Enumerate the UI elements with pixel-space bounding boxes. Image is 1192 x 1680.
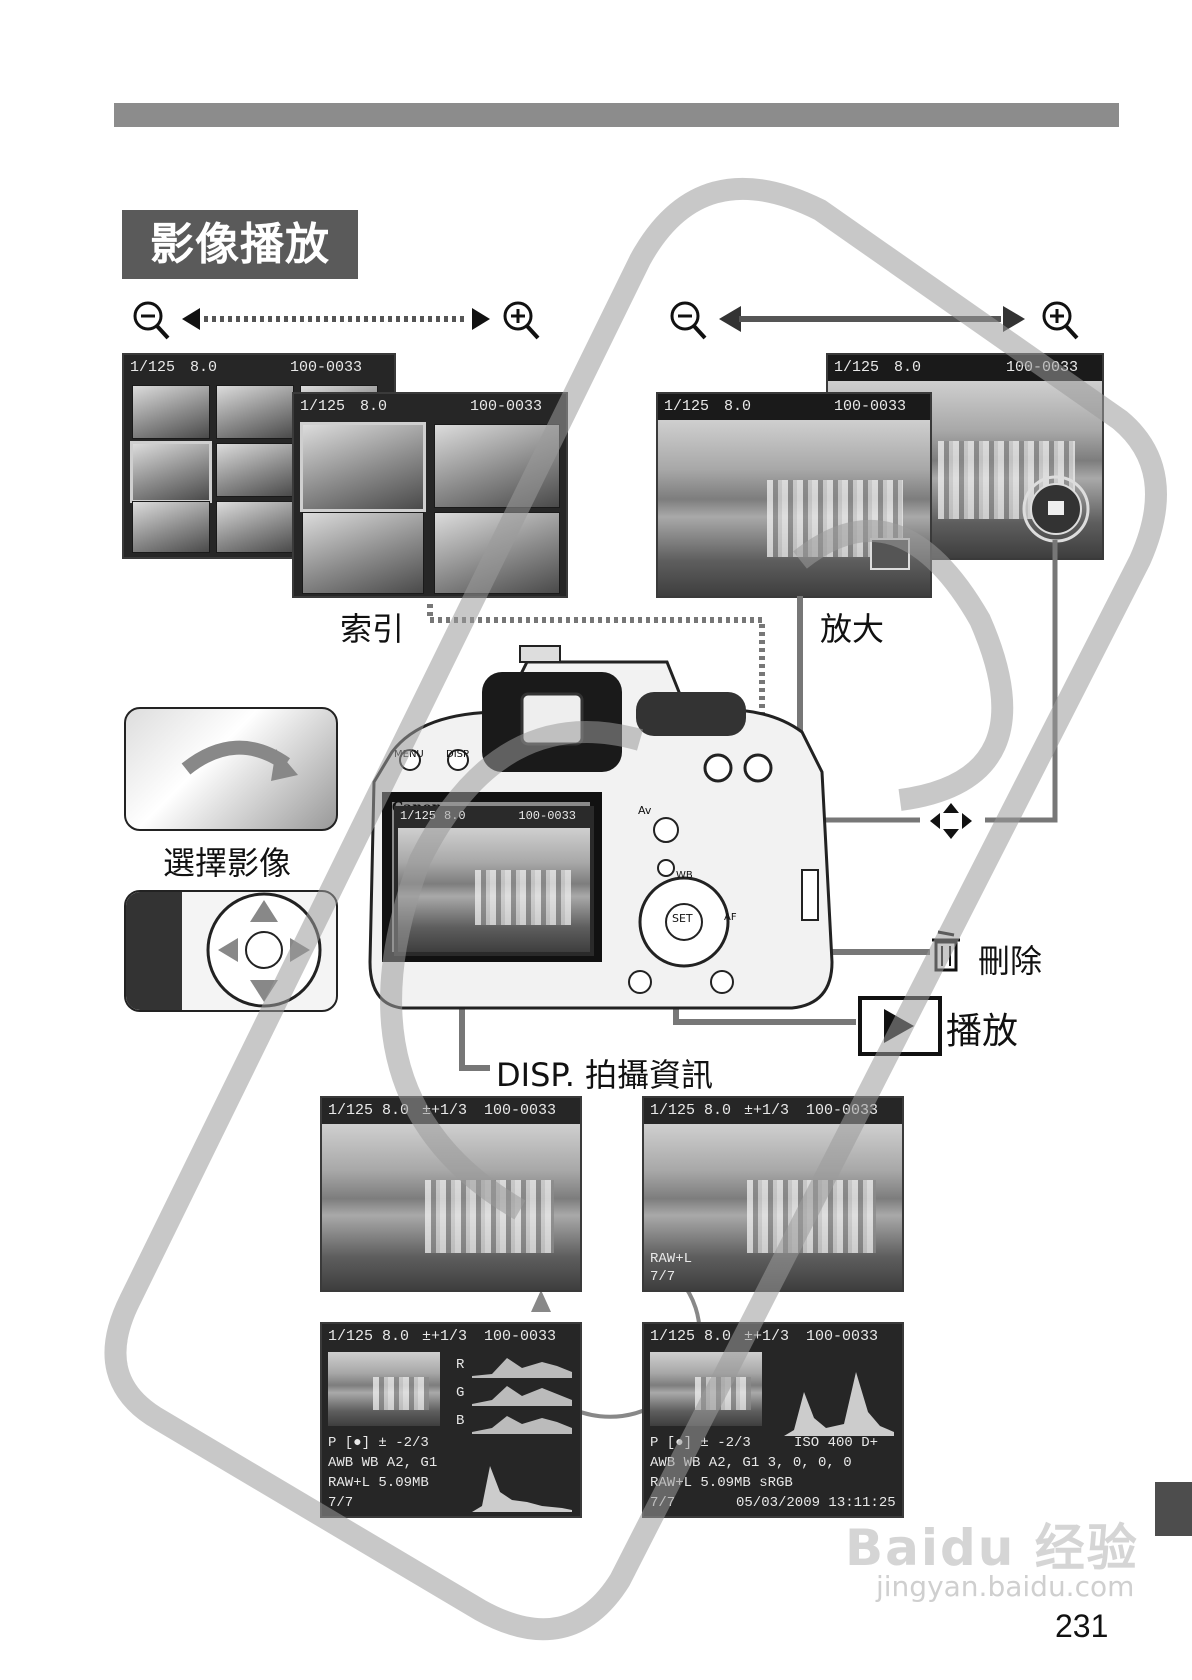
exposure-comp-text: ±+1/3 [422,1328,468,1345]
hist-r-label: R [456,1357,465,1373]
aperture-text: 8.0 [382,1102,410,1119]
wb-line-text: AWB WB A2, G1 [328,1455,438,1471]
set-button-label: SET [672,912,693,925]
file-number-text: 100-0033 [518,809,576,823]
size-color-text: RAW+L 5.09MB sRGB [650,1475,793,1491]
av-label: Av [638,804,652,817]
baidu-watermark-logo: Baidu 经验 [845,1519,1139,1577]
file-number-text: 100-0033 [805,1328,878,1345]
display-shooting-info: 1/125 8.0 ±+1/3 100-0033 P [●] ± -2/3 ISO 4… [642,1322,904,1518]
photo [650,1352,762,1426]
frame-count-text: 7/7 [328,1495,354,1511]
playback-label: 播放 [946,1011,1019,1052]
brightness-histogram [472,1466,572,1512]
quality-text: RAW+L [650,1251,693,1267]
shutter-text: 1/125 [400,809,437,823]
playback-button-icon [858,996,942,1056]
page-number: 231 [1055,1608,1109,1644]
cross-keys-icon [930,803,972,839]
shutter-text: 1/125 [650,1102,696,1119]
photo [322,1124,580,1290]
aperture-text: 8.0 [444,809,466,823]
brightness-histogram [784,1372,894,1436]
file-number-text: 100-0033 [483,1328,556,1345]
af-label: AF [724,912,737,923]
photo [328,1352,440,1426]
aperture-text: 8.0 [382,1328,410,1345]
hist-g-label: G [456,1385,465,1401]
shutter-text: 1/125 [328,1328,374,1345]
header-bar [114,103,1119,127]
ps-line-text: AWB WB A2, G1 3, 0, 0, 0 [650,1455,852,1471]
hist-b-label: B [456,1413,465,1429]
iso-line-text: ISO 400 D+ [794,1435,879,1451]
shutter-text: 1/125 [650,1328,696,1345]
mode-line-text: P [●] ± -2/3 [328,1435,429,1451]
baidu-watermark-url: jingyan.baidu.com [876,1570,1135,1603]
file-number-text: 100-0033 [483,1102,556,1119]
shutter-text: 1/125 [328,1102,374,1119]
erase-label: 刪除 [978,942,1043,980]
chapter-tab [1155,1482,1192,1536]
display-rgb-histogram: 1/125 8.0 ±+1/3 100-0033 R G B P [●] ± -2/3… [320,1322,582,1518]
rgb-histogram [472,1358,572,1434]
trash-icon [932,930,960,972]
exposure-comp-text: ±+1/3 [744,1102,790,1119]
main-dial-illustration [124,707,338,831]
frame-count-text: 7/7 [650,1269,676,1285]
disp-info-label: DISP. 拍攝資訊 [496,1056,714,1094]
display-single: 1/125 8.0 ±+1/3 100-0033 [320,1096,582,1292]
menu-button-label: MENU [394,749,424,760]
select-image-label: 選擇影像 [163,844,292,882]
quality-size-text: RAW+L 5.09MB [328,1475,429,1491]
disp-button-label: DISP [446,749,470,760]
file-number-text: 100-0033 [805,1102,878,1119]
cross-keys-illustration [124,890,338,1012]
aperture-text: 8.0 [704,1102,732,1119]
exposure-comp-text: ±+1/3 [422,1102,468,1119]
exposure-comp-text: ±+1/3 [744,1328,790,1345]
display-basic-info: 1/125 8.0 ±+1/3 100-0033 RAW+L 7/7 [642,1096,904,1292]
frame-count-text: 7/7 [650,1495,676,1511]
mode-line-text: P [●] ± -2/3 [650,1435,751,1451]
wb-label: WB [676,870,693,881]
camera-lcd: 1/125 8.0 100-0033 [394,806,594,956]
photo [398,828,590,952]
aperture-text: 8.0 [704,1328,732,1345]
